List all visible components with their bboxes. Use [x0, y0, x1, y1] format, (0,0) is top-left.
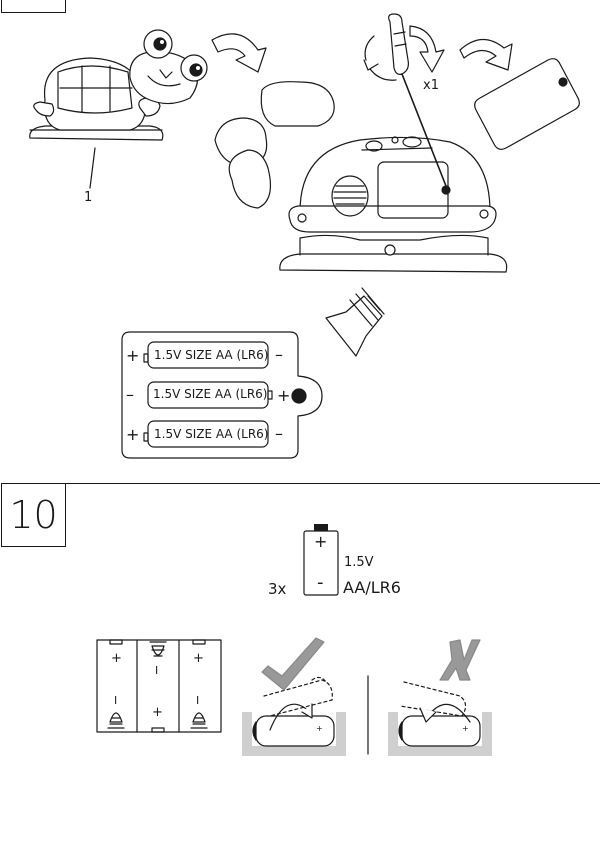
- holder-slot2-plus: +: [152, 705, 163, 720]
- turtle-toy-front: [29, 29, 208, 141]
- turtle-toy-back: [214, 81, 508, 273]
- rotate-arrow-icon: [211, 33, 267, 73]
- correct-insertion: [242, 676, 346, 756]
- holder-slot2-minus: I: [155, 664, 159, 677]
- holder-slot1-plus: +: [111, 651, 122, 666]
- compartment-cell-label: 1.5V SIZE AA (LR6): [153, 387, 268, 401]
- rotate-arrow-icon: [459, 38, 513, 71]
- compartment-cell-left-sign: –: [126, 385, 134, 404]
- battery-holder: [96, 639, 222, 733]
- section-divider: [64, 483, 600, 484]
- incorrect-insertion: [388, 681, 492, 756]
- incorrect-insertion-plus: +: [462, 724, 469, 733]
- holder-slot3-plus: +: [193, 651, 204, 666]
- screwdriver-icon: [363, 13, 447, 187]
- screw-count-label: x1: [423, 78, 439, 93]
- push-arrow-icon: [325, 287, 385, 357]
- compartment-cell-left-sign: +: [126, 346, 140, 365]
- check-mark-icon: [261, 637, 325, 691]
- step-number: 10: [9, 493, 58, 537]
- correct-insertion-plus: +: [316, 724, 323, 733]
- aa-battery-icon: [303, 524, 339, 596]
- holder-slot3-minus: I: [196, 694, 200, 707]
- holder-slot1-minus: I: [114, 694, 118, 707]
- compartment-cell-label: 1.5V SIZE AA (LR6): [154, 348, 269, 362]
- compartment-cell-right-sign: –: [275, 345, 283, 364]
- battery-type: AA/LR6: [343, 578, 401, 597]
- compartment-cell-label: 1.5V SIZE AA (LR6): [154, 427, 269, 441]
- compartment-cell-right-sign: –: [275, 424, 283, 443]
- cross-mark-icon: [439, 639, 481, 681]
- previous-step-box: [1, 0, 66, 13]
- battery-quantity: 3x: [268, 580, 287, 598]
- compartment-cell-right-sign: +: [277, 386, 291, 405]
- part-one-leader: [89, 147, 96, 189]
- battery-voltage: 1.5V: [344, 555, 374, 570]
- step-number-box: 10: [1, 483, 66, 547]
- battery-compartment: [121, 331, 323, 459]
- battery-minus-sign: -: [317, 572, 324, 593]
- compartment-cell-left-sign: +: [126, 425, 140, 444]
- battery-cover: [474, 58, 580, 150]
- part-one-label: 1: [84, 190, 93, 205]
- battery-plus-sign: +: [314, 532, 328, 551]
